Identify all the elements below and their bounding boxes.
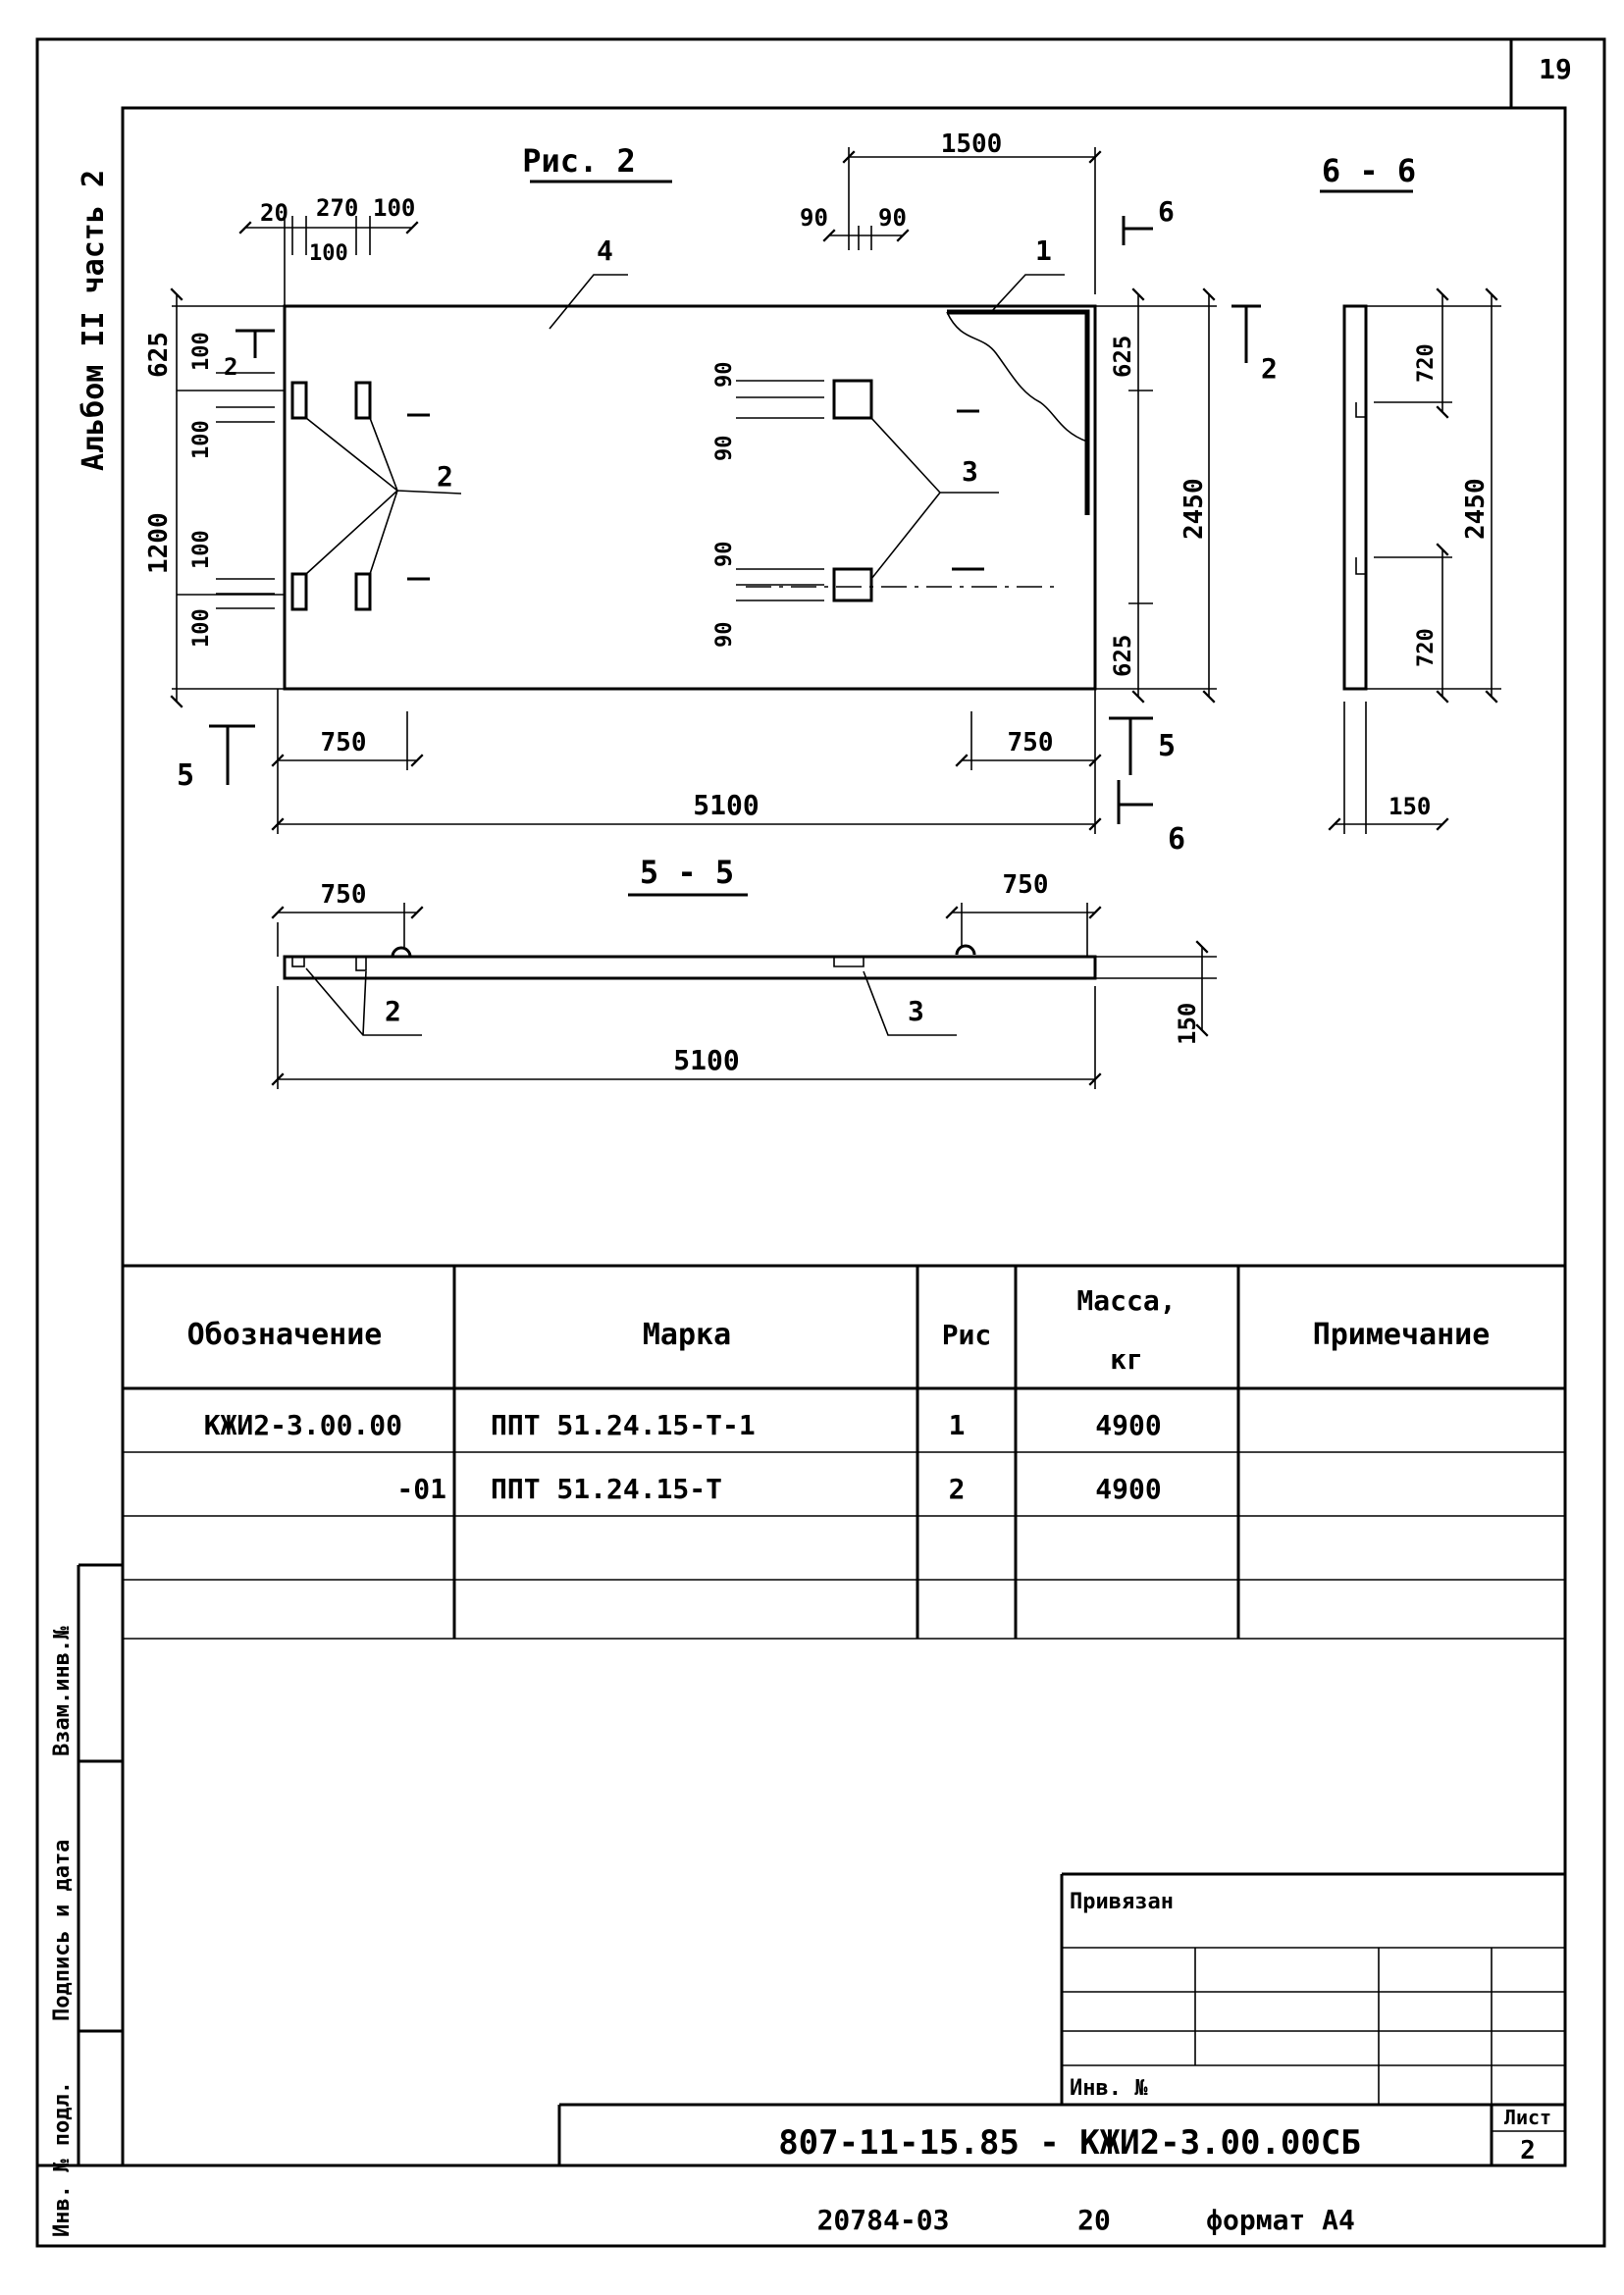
dim-720-top: 720 — [1414, 343, 1439, 383]
dim-90-v4: 90 — [712, 622, 737, 649]
dim-270: 270 — [316, 194, 358, 222]
outer-frame — [35, 37, 1606, 2248]
callout-1: 1 — [1035, 235, 1052, 267]
dim-2450-right: 2450 — [1179, 478, 1209, 540]
album-label: Альбом II часть 2 — [77, 170, 111, 471]
dim-1200: 1200 — [144, 512, 174, 574]
section-66-title: 6 - 6 — [1322, 152, 1416, 189]
cut-2-left: 2 — [224, 353, 237, 381]
row2-massa: 4900 — [1095, 1473, 1161, 1505]
dim-625-left: 625 — [144, 332, 174, 378]
section-66-profile — [1342, 304, 1368, 691]
drawing-code: 807-11-15.85 - КЖИ2-3.00.00СБ — [778, 2123, 1361, 2163]
dim-100-v2: 100 — [189, 420, 214, 459]
header-primechanie: Примечание — [1313, 1318, 1491, 1352]
cut-6-top: 6 — [1158, 195, 1175, 228]
dim-100-inner: 100 — [309, 241, 348, 266]
dim-100-v3: 100 — [189, 530, 214, 569]
dim-100-v1: 100 — [189, 332, 214, 371]
loop-3-a — [832, 379, 873, 420]
callout-3: 3 — [962, 455, 978, 488]
cut-5-right: 5 — [1158, 729, 1176, 763]
header-oboznachenie: Обозначение — [187, 1318, 383, 1352]
row1-ris: 1 — [949, 1409, 966, 1441]
cut-6-bottom: 6 — [1168, 822, 1185, 857]
dim-625-right-top: 625 — [1109, 336, 1136, 378]
section-55-profile — [283, 955, 1097, 980]
header-marka: Марка — [643, 1318, 731, 1352]
stamp-inv-podl: Инв. № подл. — [50, 2081, 75, 2237]
dim-720-bottom: 720 — [1414, 628, 1439, 667]
loop-2-a — [290, 381, 308, 420]
dim-2450-section66: 2450 — [1461, 478, 1491, 540]
dim-90-v1: 90 — [712, 362, 737, 389]
dim-750-left: 750 — [321, 728, 367, 757]
footer-order: 20784-03 — [817, 2204, 950, 2236]
section-55-title: 5 - 5 — [640, 854, 734, 891]
header-ris: Рис — [942, 1319, 992, 1351]
dim-20: 20 — [260, 199, 288, 227]
footer-page: 20 — [1077, 2204, 1111, 2236]
spec-table — [123, 1264, 1565, 1640]
side-stamp — [37, 1563, 123, 2167]
dim-750-55-left: 750 — [321, 880, 367, 910]
dim-150-55: 150 — [1174, 1003, 1201, 1045]
callout-3-section: 3 — [908, 995, 924, 1027]
dim-100-v4: 100 — [189, 608, 214, 648]
dim-90-b: 90 — [878, 204, 907, 232]
row1-marka: ППТ 51.24.15-Т-1 — [491, 1409, 756, 1441]
dim-90-v2: 90 — [712, 436, 737, 462]
dim-750-55-right: 750 — [1003, 870, 1049, 900]
dim-625-right-bottom: 625 — [1109, 635, 1136, 677]
loop-2-b — [354, 381, 372, 420]
callout-2: 2 — [437, 460, 453, 493]
dim-90-a: 90 — [800, 204, 828, 232]
dim-1500: 1500 — [941, 130, 1003, 159]
cut-5-left: 5 — [177, 758, 194, 793]
title-block — [557, 1872, 1565, 2165]
header-massa-unit: кг — [1110, 1343, 1143, 1376]
inv-no-label: Инв. № — [1070, 2076, 1148, 2101]
stamp-podpis-data: Подпись и дата — [50, 1840, 75, 2021]
stamp-vzam-inv: Взам.инв.№ — [50, 1626, 75, 1756]
dim-100-top: 100 — [373, 194, 415, 222]
dim-90-v3: 90 — [712, 542, 737, 568]
list-number: 2 — [1520, 2136, 1536, 2165]
list-label: Лист — [1504, 2106, 1551, 2129]
privyazan-label: Привязан — [1070, 1890, 1174, 1914]
header-massa: Масса, — [1076, 1284, 1176, 1317]
row1-oboznachenie: КЖИ2-3.00.00 — [204, 1409, 402, 1441]
footer-format: формат А4 — [1206, 2204, 1355, 2236]
loop-3-b — [832, 567, 873, 602]
row1-massa: 4900 — [1095, 1409, 1161, 1441]
dim-150-section66: 150 — [1388, 793, 1431, 820]
row2-marka: ППТ 51.24.15-Т — [491, 1473, 722, 1505]
sheet-number-top: 19 — [1539, 53, 1572, 85]
loop-2-c — [290, 572, 308, 611]
loop-2-d — [354, 572, 372, 611]
row2-oboznachenie: -01 — [396, 1473, 446, 1505]
callout-4: 4 — [597, 235, 613, 267]
callout-2-section: 2 — [385, 995, 401, 1027]
inner-frame — [121, 106, 1567, 2167]
dim-750-right: 750 — [1008, 728, 1054, 757]
dim-5100-55: 5100 — [673, 1044, 739, 1076]
row2-ris: 2 — [949, 1473, 966, 1505]
cut-2: 2 — [1261, 352, 1278, 385]
panel-plan — [283, 304, 1097, 691]
dim-5100-plan: 5100 — [693, 789, 759, 821]
fig-title: Рис. 2 — [522, 142, 636, 180]
